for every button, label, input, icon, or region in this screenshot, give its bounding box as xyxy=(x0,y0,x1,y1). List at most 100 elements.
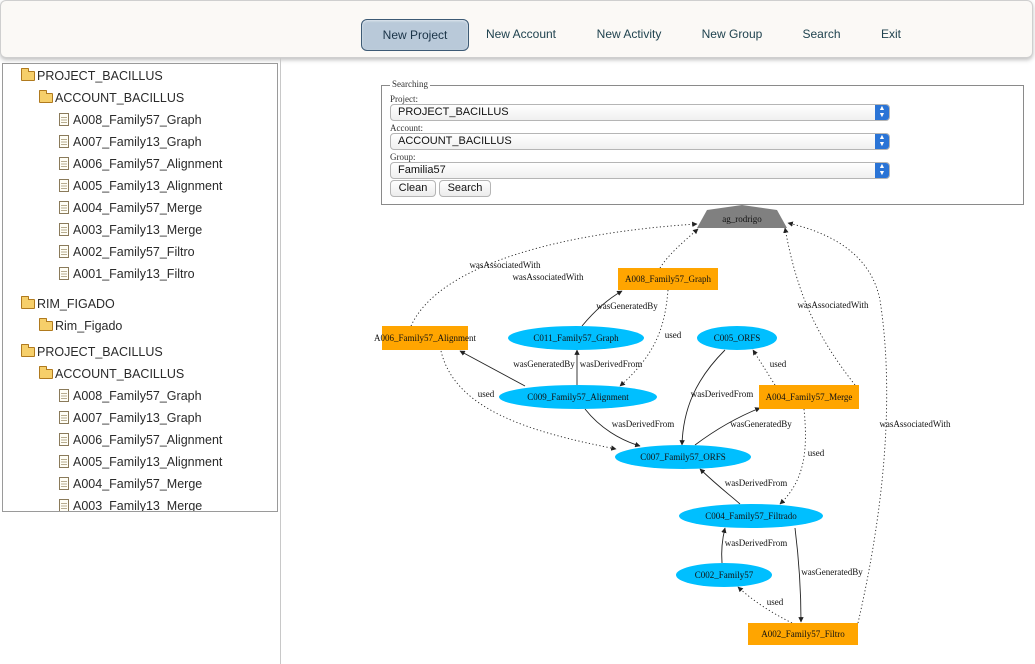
graph-edge xyxy=(459,350,526,387)
document-icon xyxy=(59,455,69,468)
tree-item-label: A004_Family57_Merge xyxy=(73,201,203,215)
tree-item-label: ACCOUNT_BACILLUS xyxy=(55,91,185,105)
edge-label: used xyxy=(808,448,825,458)
tree-file-item[interactable]: A006_Family57_Alignment xyxy=(59,431,222,449)
graph-edge xyxy=(440,350,617,451)
new-account-button[interactable]: New Account xyxy=(485,27,557,41)
folder-icon xyxy=(21,68,35,81)
account-select[interactable]: ACCOUNT_BACILLUS ▲▼ xyxy=(390,133,890,150)
project-select-value: PROJECT_BACILLUS xyxy=(398,106,509,118)
tree-folder-item[interactable]: ACCOUNT_BACILLUS xyxy=(39,365,184,383)
tree-item-label: A007_Family13_Graph xyxy=(73,135,202,149)
tree-item-label: ACCOUNT_BACILLUS xyxy=(55,367,185,381)
node-label: A004_Family57_Merge xyxy=(766,392,853,402)
entity-node[interactable] xyxy=(499,385,657,409)
group-select-value: Familia57 xyxy=(398,164,446,176)
graph-edge xyxy=(794,527,804,623)
tree-item-label: PROJECT_BACILLUS xyxy=(37,345,163,359)
graph-edge xyxy=(581,290,623,327)
graph-edge xyxy=(584,408,641,448)
document-icon xyxy=(59,245,69,258)
entity-node[interactable] xyxy=(679,504,823,528)
group-select[interactable]: Familia57 ▲▼ xyxy=(390,162,890,179)
graph-edge xyxy=(619,289,669,387)
tree-item-label: A004_Family57_Merge xyxy=(73,477,203,491)
tree-file-item[interactable]: A003_Family13_Merge xyxy=(59,497,203,512)
folder-icon xyxy=(21,296,35,309)
edge-label: wasGeneratedBy xyxy=(801,567,863,577)
select-arrows-icon: ▲▼ xyxy=(875,163,889,178)
select-arrows-icon: ▲▼ xyxy=(875,134,889,149)
edge-label: wasAssociatedWith xyxy=(469,260,541,270)
tree-item-label: A005_Family13_Alignment xyxy=(73,455,223,469)
entity-node[interactable] xyxy=(615,445,751,469)
new-group-button[interactable]: New Group xyxy=(701,27,763,41)
folder-icon xyxy=(39,366,53,379)
node-label: C005_ORFS xyxy=(714,333,761,343)
document-icon xyxy=(59,389,69,402)
activity-node[interactable] xyxy=(618,268,718,290)
document-icon xyxy=(59,223,69,236)
document-icon xyxy=(59,179,69,192)
tree-file-item[interactable]: A006_Family57_Alignment xyxy=(59,155,222,173)
tree-item-label: A008_Family57_Graph xyxy=(73,113,202,127)
graph-edge xyxy=(737,586,793,624)
tree-folder-item[interactable]: RIM_FIGADO xyxy=(21,295,115,313)
graph-edge xyxy=(410,221,698,327)
tree-file-item[interactable]: A008_Family57_Graph xyxy=(59,111,202,129)
entity-node[interactable] xyxy=(697,326,777,350)
tree-item-label: A006_Family57_Alignment xyxy=(73,433,223,447)
tree-file-item[interactable]: A005_Family13_Alignment xyxy=(59,177,222,195)
tree-item-label: A001_Family13_Filtro xyxy=(73,267,195,281)
group-label: Group: xyxy=(390,152,416,162)
tree-file-item[interactable]: A002_Family57_Filtro xyxy=(59,243,195,261)
tree-folder-item[interactable]: PROJECT_BACILLUS xyxy=(21,343,163,361)
exit-button[interactable]: Exit xyxy=(880,27,901,41)
document-icon xyxy=(59,477,69,490)
tree-file-item[interactable]: A004_Family57_Merge xyxy=(59,199,202,217)
activity-node[interactable] xyxy=(759,385,859,409)
tree-folder-item[interactable]: PROJECT_BACILLUS xyxy=(21,67,163,85)
tree-file-item[interactable]: A005_Family13_Alignment xyxy=(59,453,222,471)
tree-file-item[interactable]: A007_Family13_Graph xyxy=(59,409,202,427)
activity-node[interactable] xyxy=(382,326,468,350)
search-nav-button[interactable]: Search xyxy=(802,27,841,41)
edge-label: wasAssociatedWith xyxy=(879,419,951,429)
entity-node[interactable] xyxy=(676,563,772,587)
node-label: C002_Family57 xyxy=(695,570,754,580)
tree-item-label: A003_Family13_Merge xyxy=(73,223,203,237)
agent-node[interactable] xyxy=(697,205,787,228)
search-button[interactable]: Search xyxy=(439,180,491,197)
tree-folder-item[interactable]: Rim_Figado xyxy=(39,317,122,335)
node-label: C007_Family57_ORFS xyxy=(640,452,726,462)
graph-edge xyxy=(679,349,726,446)
tree-item-label: RIM_FIGADO xyxy=(37,297,115,311)
tree-item-label: Rim_Figado xyxy=(55,319,123,333)
edge-label: wasAssociatedWith xyxy=(512,272,584,282)
panel-divider xyxy=(280,58,281,664)
document-icon xyxy=(59,157,69,170)
graph-edge xyxy=(659,228,699,269)
tree-file-item[interactable]: A003_Family13_Merge xyxy=(59,221,202,239)
tree-item-label: A003_Family13_Merge xyxy=(73,499,203,512)
new-project-button[interactable]: New Project xyxy=(361,19,469,51)
project-select[interactable]: PROJECT_BACILLUS ▲▼ xyxy=(390,104,890,121)
account-select-value: ACCOUNT_BACILLUS xyxy=(398,135,512,147)
tree-folder-item[interactable]: ACCOUNT_BACILLUS xyxy=(39,89,184,107)
tree-file-item[interactable]: A007_Family13_Graph xyxy=(59,133,202,151)
new-activity-button[interactable]: New Activity xyxy=(596,27,662,41)
graph-edge xyxy=(787,221,888,624)
entity-node[interactable] xyxy=(508,326,644,350)
tree-file-item[interactable]: A008_Family57_Graph xyxy=(59,387,202,405)
edge-label: used xyxy=(767,597,784,607)
activity-node[interactable] xyxy=(748,623,858,645)
tree-file-item[interactable]: A004_Family57_Merge xyxy=(59,475,202,493)
node-label: C011_Family57_Graph xyxy=(533,333,619,343)
tree-item-label: A006_Family57_Alignment xyxy=(73,157,223,171)
clean-button[interactable]: Clean xyxy=(390,180,436,197)
node-label: A006_Family57_Alignment xyxy=(374,333,476,343)
tree-file-item[interactable]: A001_Family13_Filtro xyxy=(59,265,195,283)
searching-fieldset: Searching Project: PROJECT_BACILLUS ▲▼ A… xyxy=(381,79,1024,205)
tree-item-label: A005_Family13_Alignment xyxy=(73,179,223,193)
edge-label: wasDerivedFrom xyxy=(691,389,754,399)
